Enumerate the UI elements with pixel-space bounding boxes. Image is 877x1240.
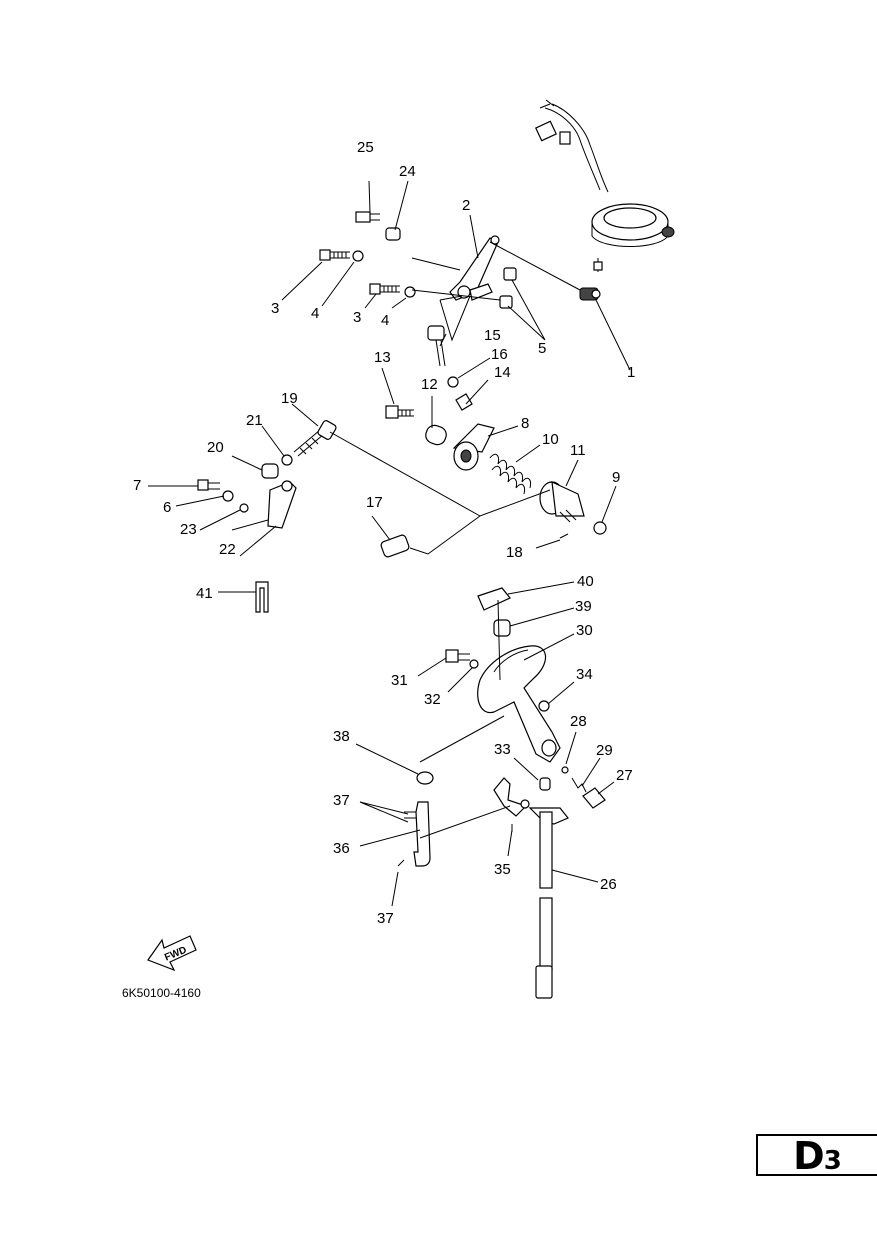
part-label: 9 bbox=[612, 469, 620, 486]
part-label: 6 bbox=[163, 499, 171, 516]
part-label: 14 bbox=[494, 364, 511, 381]
part-drawings bbox=[147, 99, 675, 999]
part-label: 21 bbox=[246, 412, 263, 429]
part-labels: 1 2 3 3 4 4 5 6 7 8 9 10 11 12 13 14 15 … bbox=[133, 139, 635, 927]
part-label: 1 bbox=[627, 364, 635, 381]
shift-drum-drawing bbox=[452, 423, 607, 539]
diagram-code: 6K50100-4160 bbox=[122, 986, 201, 1000]
part-label: 31 bbox=[391, 672, 408, 689]
part-label: 40 bbox=[577, 573, 594, 590]
part-label: 27 bbox=[616, 767, 633, 784]
part-label: 7 bbox=[133, 477, 141, 494]
part-label: 23 bbox=[180, 521, 197, 538]
part-label: 28 bbox=[570, 713, 587, 730]
part-label: 15 bbox=[484, 327, 501, 344]
part-label: 29 bbox=[596, 742, 613, 759]
lower-bracket-drawing bbox=[445, 587, 561, 763]
control-housing-drawing bbox=[534, 99, 675, 272]
part-label: 35 bbox=[494, 861, 511, 878]
part-label: 26 bbox=[600, 876, 617, 893]
part-label: 37 bbox=[333, 792, 350, 809]
part-label: 24 bbox=[399, 163, 416, 180]
part-17-drawing bbox=[380, 534, 410, 558]
part-label: 33 bbox=[494, 741, 511, 758]
part-label: 13 bbox=[374, 349, 391, 366]
part-1-drawing bbox=[579, 287, 601, 301]
part-label: 3 bbox=[353, 309, 361, 326]
part-label: 19 bbox=[281, 390, 298, 407]
part-label: 4 bbox=[311, 305, 319, 322]
page-id-box: D3 bbox=[756, 1134, 877, 1176]
part-label: 39 bbox=[575, 598, 592, 615]
part-label: 4 bbox=[381, 312, 389, 329]
part-label: 11 bbox=[570, 442, 586, 459]
part-label: 22 bbox=[219, 541, 236, 558]
part-label: 8 bbox=[521, 415, 529, 432]
part-label: 2 bbox=[462, 197, 470, 214]
left-linkage-drawing bbox=[197, 420, 337, 529]
part-label: 36 bbox=[333, 840, 350, 857]
part-41-drawing bbox=[255, 581, 269, 613]
part-label: 20 bbox=[207, 439, 224, 456]
fwd-arrow-icon bbox=[147, 935, 197, 972]
part-label: 5 bbox=[538, 340, 546, 357]
leader-lines bbox=[148, 180, 631, 907]
part-label: 17 bbox=[366, 494, 383, 511]
part-label: 41 bbox=[196, 585, 213, 602]
part-label: 3 bbox=[271, 300, 279, 317]
part-label: 30 bbox=[576, 622, 593, 639]
part-2-drawing bbox=[449, 235, 500, 301]
parts-13-16-drawing bbox=[385, 325, 473, 446]
part-label: 32 bbox=[424, 691, 441, 708]
part-label: 25 bbox=[357, 139, 374, 156]
part-label: 37 bbox=[377, 910, 394, 927]
lever-36-drawing bbox=[397, 771, 434, 867]
shift-rod-drawing bbox=[493, 766, 606, 999]
part-label: 34 bbox=[576, 666, 593, 683]
page-number: 3 bbox=[823, 1146, 842, 1176]
part-label: 38 bbox=[333, 728, 350, 745]
part-label: 12 bbox=[421, 376, 438, 393]
part-label: 16 bbox=[491, 346, 508, 363]
part-label: 10 bbox=[542, 431, 559, 448]
page-letter: D bbox=[793, 1134, 825, 1178]
bolts-washers-drawing bbox=[319, 211, 517, 309]
part-label: 18 bbox=[506, 544, 523, 561]
